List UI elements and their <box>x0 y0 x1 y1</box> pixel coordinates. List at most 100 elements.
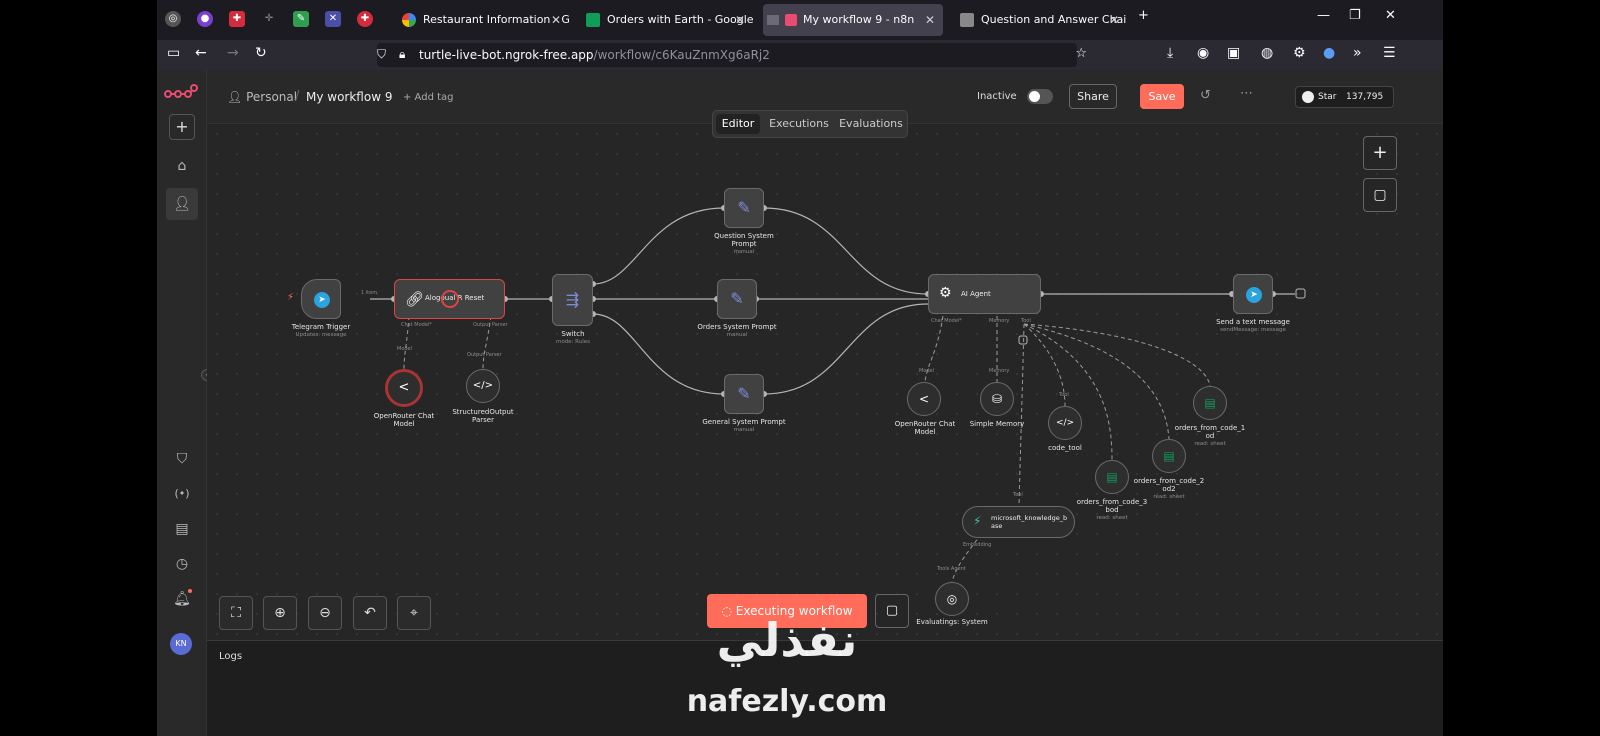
menu-icon[interactable]: ☰ <box>1383 45 1396 61</box>
audio-icon <box>767 15 779 25</box>
zoom-out-button[interactable]: ⊖ <box>308 596 342 630</box>
forward-icon[interactable]: → <box>227 45 239 61</box>
broadcast-icon[interactable]: (•) <box>174 487 190 500</box>
simple-memory-node[interactable]: ⛁ <box>980 382 1014 416</box>
orders-prompt-node[interactable]: ✎ <box>717 279 757 319</box>
ms-knowledge-base-node[interactable]: ⚡ microsoft_knowledge_b ase <box>962 506 1075 538</box>
stop-execution-button[interactable]: ▢ <box>875 594 909 628</box>
overflow-chevron-icon[interactable]: » <box>1353 45 1362 61</box>
port-label: Output Parser <box>467 352 502 358</box>
tab-question-answer[interactable]: Question and Answer Chain no ✕ <box>951 4 1127 36</box>
node-label: Question System Prompt <box>714 232 774 248</box>
undo-button[interactable]: ↶ <box>353 596 387 630</box>
bookmark-star-icon[interactable]: ☆ <box>1075 46 1087 61</box>
fit-view-button[interactable]: ⛶ <box>219 596 253 630</box>
close-tab-icon[interactable]: ✕ <box>1108 13 1119 27</box>
port-label: Memory <box>989 368 1010 374</box>
extensions-puzzle-icon[interactable]: ⚙ <box>1293 45 1306 61</box>
tab-executions[interactable]: Executions <box>769 117 829 130</box>
breadcrumb-separator: / <box>295 89 300 104</box>
clock-icon[interactable]: ◷ <box>175 556 189 572</box>
chart-icon[interactable]: ▤ <box>175 521 189 537</box>
new-tab-icon[interactable]: + <box>1138 8 1149 23</box>
extension-icon[interactable]: ▣ <box>1227 45 1241 61</box>
pinned-tab-icon[interactable]: ✛ <box>264 13 274 24</box>
github-star-button[interactable]: Star 137,795 <box>1295 86 1394 108</box>
embeddings-node[interactable]: ◎ <box>935 582 969 616</box>
ai-agent-node[interactable]: ⚙ AI Agent <box>928 274 1041 314</box>
node-subtitle: manual <box>726 332 748 338</box>
pinned-tab-icon[interactable]: ✚ <box>229 11 245 27</box>
shield-check-icon[interactable]: ⛉ <box>176 451 188 467</box>
structured-parser-node[interactable]: </> <box>466 369 500 403</box>
pinned-tab-icon[interactable]: ◎ <box>165 11 181 27</box>
workflow-title[interactable]: My workflow 9 <box>306 90 393 104</box>
code-tool-node[interactable]: </> <box>1048 406 1082 440</box>
history-icon[interactable]: ↺ <box>1200 88 1211 103</box>
home-icon[interactable]: ⌂ <box>177 158 187 174</box>
orders1-node[interactable]: ▤ <box>1193 386 1227 420</box>
reload-icon[interactable]: ↻ <box>255 45 267 61</box>
download-icon[interactable]: ⤓ <box>1167 45 1174 61</box>
pinned-tab-icon[interactable]: ✕ <box>325 11 341 27</box>
ai-agent-left-node[interactable]: 🔗︎ Alogoual R Reset <box>394 279 505 319</box>
tab-my-workflow[interactable]: My workflow 9 - n8n ✕ <box>763 4 943 36</box>
n8n-logo[interactable] <box>164 84 198 100</box>
general-prompt-node[interactable]: ✎ <box>724 374 764 414</box>
orders3-node[interactable]: ▤ <box>1095 460 1129 494</box>
tab-editor[interactable]: Editor <box>716 114 760 134</box>
send-message-node[interactable]: ➤ <box>1233 274 1273 314</box>
node-label: StructuredOutput Parser <box>452 408 514 424</box>
minimize-icon[interactable]: — <box>1317 8 1330 23</box>
telegram-trigger-node[interactable]: ➤ <box>301 279 341 319</box>
breadcrumb[interactable]: 👤︎ Personal <box>227 90 298 104</box>
google-sheets-icon: ▤ <box>1204 396 1216 410</box>
node-subtitle: sendMessage: message <box>1220 327 1286 333</box>
restore-icon[interactable]: ❐ <box>1349 8 1361 23</box>
question-prompt-node[interactable]: ✎ <box>724 188 764 228</box>
address-bar[interactable]: ⛉ 🔒︎ turtle-live-bot.ngrok-free.app/work… <box>377 43 1087 67</box>
pinned-tab-icon[interactable]: ● <box>197 11 213 27</box>
logs-panel[interactable]: Logs <box>207 640 1443 736</box>
share-button[interactable]: Share <box>1069 84 1117 109</box>
add-tag-link[interactable]: + Add tag <box>403 92 454 103</box>
add-node-button[interactable]: + <box>1363 136 1397 170</box>
close-window-icon[interactable]: ✕ <box>1385 8 1396 23</box>
tab-orders-sheet[interactable]: Orders with Earth - Google Sh ✕ <box>577 4 753 36</box>
sidebar-toggle-icon[interactable]: ▭ <box>167 45 181 61</box>
account-icon[interactable]: ◉ <box>1197 45 1210 61</box>
tidy-up-button[interactable]: ⌖ <box>397 596 431 630</box>
pinned-tab-icon[interactable]: ✎ <box>293 11 309 27</box>
openrouter-right-node[interactable]: < <box>907 382 941 416</box>
extension-icon[interactable]: ● <box>1323 45 1336 61</box>
logs-title: Logs <box>219 651 243 662</box>
google-drive-icon <box>402 13 416 27</box>
openrouter-left-node[interactable]: < <box>385 369 423 407</box>
node-label: code_tool <box>1048 444 1082 452</box>
add-icon[interactable]: + <box>169 114 195 140</box>
back-icon[interactable]: ← <box>195 45 207 61</box>
avatar[interactable]: KN <box>170 633 192 655</box>
pinned-tab-icon[interactable]: ✚ <box>357 11 373 27</box>
close-tab-icon[interactable]: ✕ <box>924 13 935 27</box>
workflow-canvas[interactable]: Editor Executions Evaluations + ▢ <box>207 110 1443 640</box>
sticky-note-button[interactable]: ▢ <box>1363 178 1397 212</box>
n8n-icon <box>785 14 797 26</box>
active-toggle[interactable] <box>1027 89 1053 104</box>
more-icon[interactable]: ⋯ <box>1240 86 1253 101</box>
switch-node[interactable]: ⇶ <box>552 274 593 326</box>
close-tab-icon[interactable]: ✕ <box>550 13 561 27</box>
bell-icon[interactable]: 🔔︎ <box>173 589 192 607</box>
user-icon[interactable]: 👤︎ <box>166 188 198 220</box>
save-button[interactable]: Save <box>1140 84 1184 109</box>
zoom-in-button[interactable]: ⊕ <box>263 596 297 630</box>
tab-restaurant-info[interactable]: Restaurant Information - Googl ✕ <box>393 4 569 36</box>
node-subtitle: Updates: message <box>295 332 347 338</box>
extension-icon[interactable]: ◍ <box>1261 45 1274 61</box>
close-tab-icon[interactable]: ✕ <box>734 13 745 27</box>
page-icon <box>960 13 974 27</box>
tab-evaluations[interactable]: Evaluations <box>839 117 903 130</box>
orders2-node[interactable]: ▤ <box>1152 439 1186 473</box>
node-label: OpenRouter Chat Model <box>373 412 435 428</box>
executing-workflow-button[interactable]: ◌ Executing workflow <box>707 594 867 628</box>
